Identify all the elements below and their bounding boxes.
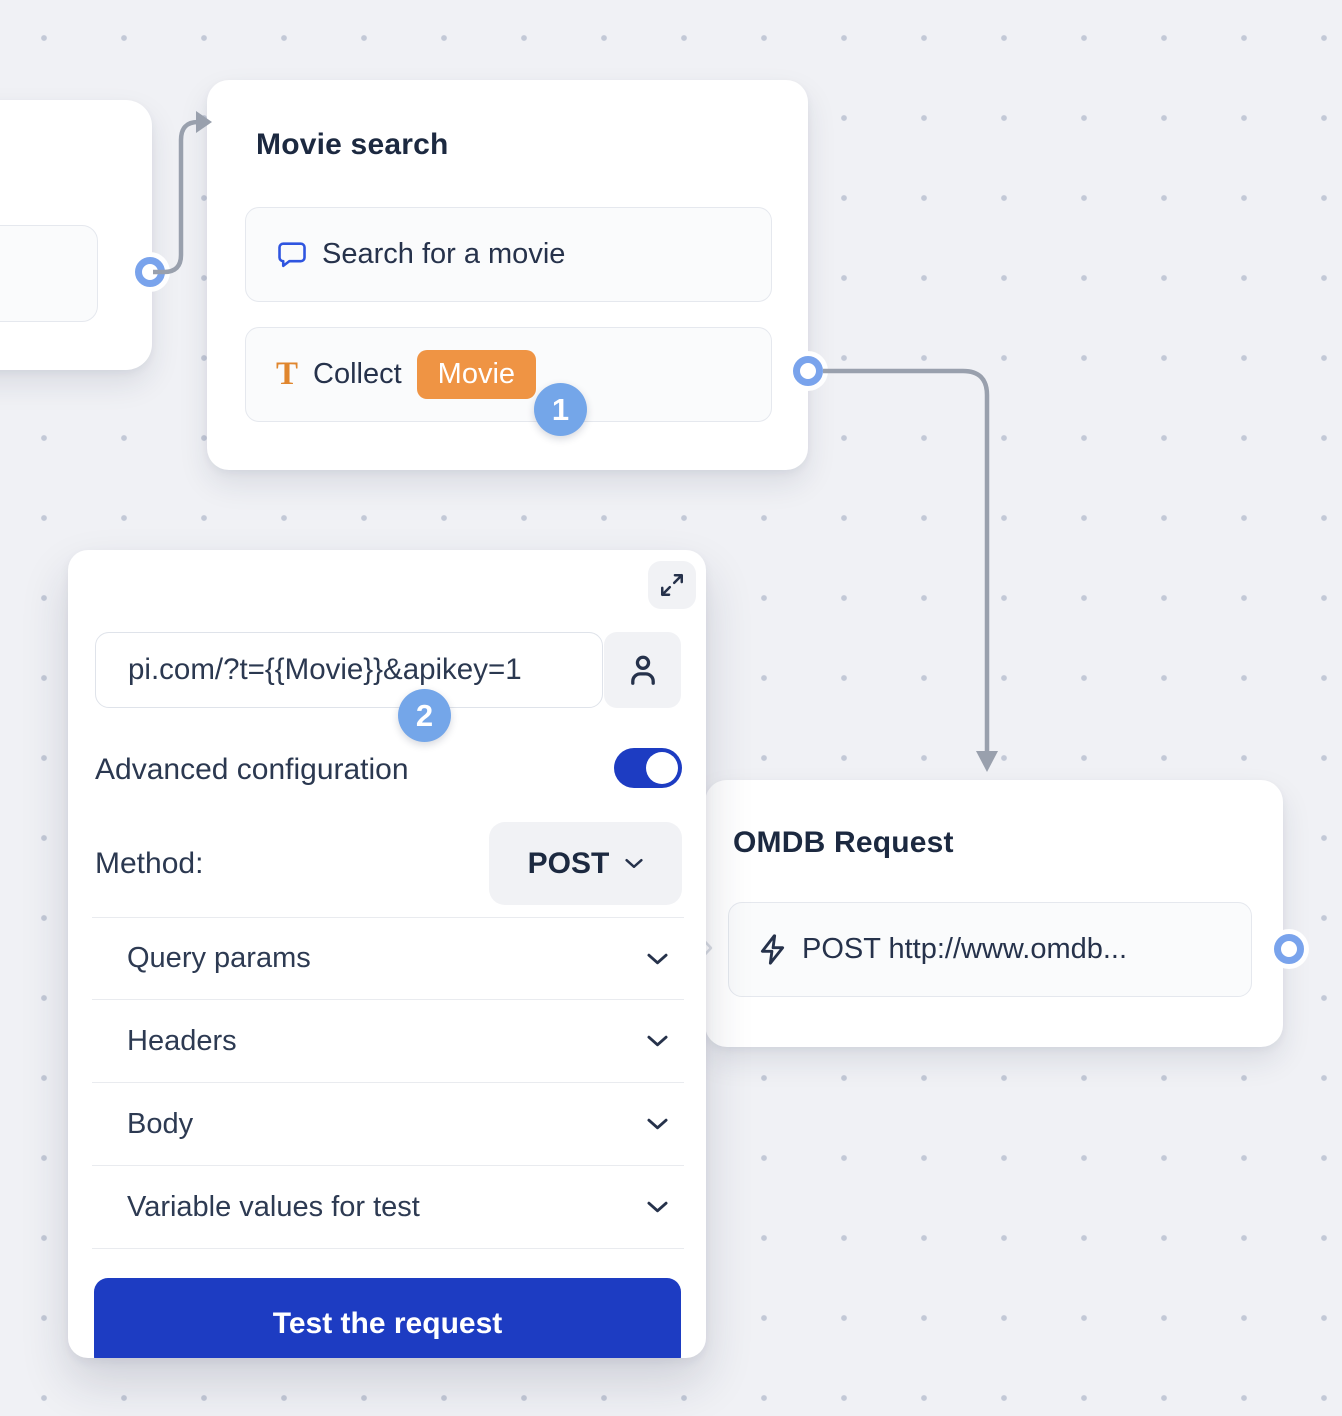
section-label: Body bbox=[127, 1107, 194, 1140]
method-select[interactable]: POST bbox=[489, 822, 682, 905]
expand-icon bbox=[659, 572, 685, 598]
previous-node-card[interactable] bbox=[0, 100, 165, 370]
variables-button[interactable] bbox=[604, 632, 681, 708]
step-2-badge: 2 bbox=[398, 689, 451, 742]
omdb-request-node[interactable]: OMDB Request POST http://www.omdb... bbox=[705, 780, 1304, 1047]
chevron-down-icon bbox=[647, 1035, 668, 1047]
request-row[interactable]: POST http://www.omdb... bbox=[728, 902, 1252, 997]
text-input-icon: T bbox=[276, 356, 299, 392]
url-input[interactable] bbox=[95, 632, 603, 708]
webhook-settings-panel: 2 Advanced configuration Method: POST Qu… bbox=[68, 550, 706, 1358]
accordion-sections: Query params Headers Body Variable value… bbox=[92, 917, 684, 1249]
message-row[interactable]: Search for a movie bbox=[245, 207, 772, 302]
chat-bubble-icon bbox=[276, 239, 307, 270]
advanced-configuration-label: Advanced configuration bbox=[95, 753, 409, 786]
section-label: Query params bbox=[127, 942, 311, 974]
variable-badge[interactable]: Movie bbox=[416, 350, 537, 399]
output-port[interactable] bbox=[1274, 934, 1304, 964]
test-request-button[interactable]: Test the request bbox=[94, 1278, 681, 1358]
previous-node-row[interactable] bbox=[0, 225, 98, 322]
method-label: Method: bbox=[95, 847, 204, 880]
advanced-configuration-toggle[interactable] bbox=[614, 748, 682, 788]
collect-row-label: Collect bbox=[313, 358, 402, 390]
section-query-params[interactable]: Query params bbox=[92, 917, 684, 1000]
person-icon bbox=[625, 652, 661, 688]
collect-row[interactable]: T Collect Movie bbox=[245, 327, 772, 422]
method-value: POST bbox=[527, 846, 610, 880]
expand-button[interactable] bbox=[648, 561, 696, 609]
message-row-label: Search for a movie bbox=[322, 238, 566, 270]
section-variable-values[interactable]: Variable values for test bbox=[92, 1166, 684, 1249]
chevron-down-icon bbox=[647, 1118, 668, 1130]
chevron-down-icon bbox=[647, 953, 668, 965]
output-port[interactable] bbox=[793, 356, 823, 386]
section-label: Variable values for test bbox=[127, 1190, 420, 1223]
section-label: Headers bbox=[127, 1024, 237, 1057]
chevron-down-icon bbox=[625, 858, 643, 869]
toggle-knob bbox=[646, 752, 678, 784]
output-port[interactable] bbox=[135, 257, 165, 287]
step-1-badge: 1 bbox=[534, 383, 587, 436]
section-headers[interactable]: Headers bbox=[92, 1000, 684, 1083]
node-title: OMDB Request bbox=[733, 826, 954, 859]
request-row-label: POST http://www.omdb... bbox=[802, 933, 1128, 965]
node-title: Movie search bbox=[256, 128, 449, 161]
movie-search-node[interactable]: Movie search Search for a movie T Collec… bbox=[207, 80, 823, 470]
lightning-icon bbox=[758, 934, 787, 965]
section-body[interactable]: Body bbox=[92, 1083, 684, 1166]
chevron-down-icon bbox=[647, 1201, 668, 1213]
